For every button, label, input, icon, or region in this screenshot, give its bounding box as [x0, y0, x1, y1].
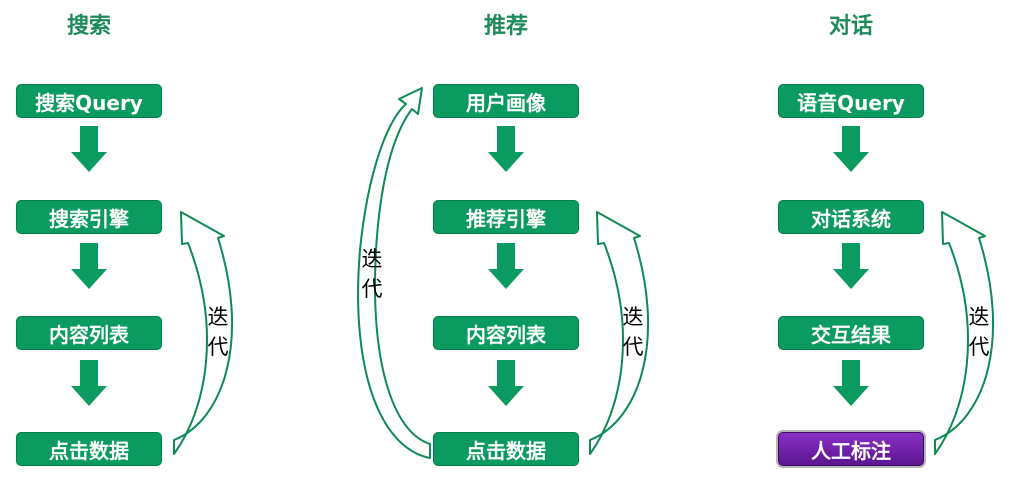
node-search-content-list: 内容列表 — [16, 316, 162, 350]
loop-label-dialogue: 迭代 — [968, 305, 990, 359]
flow-arrow-dialogue-2 — [833, 243, 869, 289]
flow-arrow-recommend-1 — [488, 126, 524, 172]
column-title-search: 搜索 — [66, 14, 111, 39]
node-user-profile: 用户画像 — [433, 84, 579, 118]
flow-arrow-recommend-2 — [488, 243, 524, 289]
node-search-engine: 搜索引擎 — [16, 200, 162, 234]
loop-arrow-recommend-outer — [357, 87, 431, 459]
loop-label-search: 迭代 — [207, 305, 229, 359]
flow-arrow-search-3 — [71, 360, 107, 406]
node-recommend-content-list: 内容列表 — [433, 316, 579, 350]
flow-arrow-dialogue-3 — [833, 360, 869, 406]
loop-label-recommend-outer: 迭代 — [361, 247, 383, 301]
node-search-query: 搜索Query — [16, 84, 162, 118]
loop-arrow-search — [173, 211, 234, 455]
column-title-dialogue: 对话 — [828, 14, 873, 39]
flow-arrow-search-2 — [71, 243, 107, 289]
node-search-click-data: 点击数据 — [16, 432, 162, 466]
flow-arrow-dialogue-1 — [833, 126, 869, 172]
flow-arrow-recommend-3 — [488, 360, 524, 406]
column-title-recommend: 推荐 — [483, 14, 528, 39]
node-manual-annotation: 人工标注 — [778, 432, 924, 466]
loop-label-recommend-inner: 迭代 — [622, 305, 644, 359]
node-dialogue-system: 对话系统 — [778, 200, 924, 234]
flow-arrow-search-1 — [71, 126, 107, 172]
node-recommend-click-data: 点击数据 — [433, 432, 579, 466]
loop-arrow-recommend-inner — [589, 211, 650, 455]
loop-arrow-dialogue — [934, 211, 995, 455]
node-recommend-engine: 推荐引擎 — [433, 200, 579, 234]
node-voice-query: 语音Query — [778, 84, 924, 118]
node-interaction-result: 交互结果 — [778, 316, 924, 350]
